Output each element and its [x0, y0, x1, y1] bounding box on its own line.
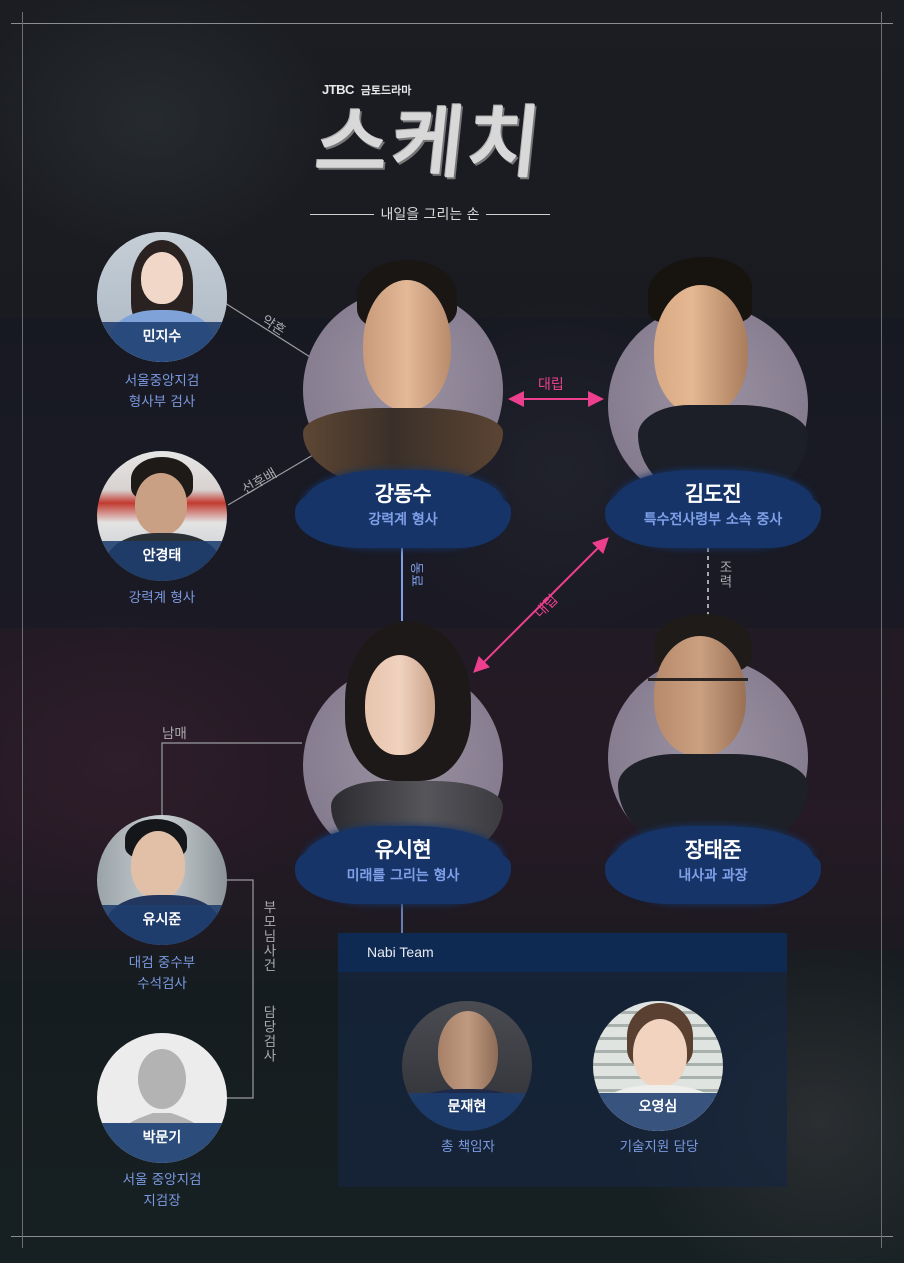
character-role: 총 책임자 — [441, 1139, 495, 1155]
glasses-icon — [648, 678, 748, 698]
banner-brush — [613, 470, 813, 548]
frame-line-left — [22, 12, 23, 1248]
character-name: 오영심 — [593, 1093, 723, 1131]
role-line: 수석검사 — [137, 976, 187, 992]
banner-brush — [303, 470, 503, 548]
character-name: 유시준 — [97, 905, 227, 945]
relation-label-helper: 조력 — [716, 560, 732, 589]
portrait-kang-dongsoo[interactable] — [303, 260, 503, 490]
show-logo: JTBC 금토드라마 스케치 내일을 그리는 손 — [300, 76, 580, 226]
role-line: 대검 중수부 — [128, 955, 196, 971]
avatar-moon-jaehyun[interactable]: 문재현 — [402, 1001, 532, 1131]
character-role: 대검 중수부 수석검사 — [82, 953, 242, 995]
relation-label-parents-case: 부모님사건 — [260, 900, 276, 973]
frame-line-bottom — [11, 1236, 893, 1237]
show-subtitle: 내일을 그리는 손 — [310, 204, 550, 224]
character-name: 유시현 — [374, 838, 432, 862]
character-name: 안경태 — [97, 541, 227, 581]
frame-line-top — [11, 23, 893, 24]
broadcast-slot: JTBC 금토드라마 — [322, 82, 411, 98]
face — [438, 1011, 498, 1093]
avatar-min-jisu[interactable]: 민지수 — [97, 232, 227, 362]
character-name: 박문기 — [97, 1123, 227, 1163]
face — [654, 285, 748, 415]
subtitle-text: 내일을 그리는 손 — [380, 207, 480, 223]
name-banner-jang-taejun: 장태준 내사과 과장 — [613, 826, 813, 904]
face — [365, 655, 435, 755]
face — [141, 252, 183, 304]
face — [131, 831, 185, 899]
divider — [485, 213, 550, 215]
relation-label-prosecutor: 담당검사 — [260, 1005, 276, 1063]
divider — [310, 213, 375, 215]
name-banner-yoo-sihyun: 유시현 미래를 그리는 형사 — [303, 826, 503, 904]
avatar-ahn-kyungtae[interactable]: 안경태 — [97, 451, 227, 581]
character-role: 기술지원 담당 — [619, 1139, 699, 1155]
frame-line-right — [881, 12, 882, 1248]
relation-label-colleague: 동료 — [408, 562, 424, 587]
team-title: Nabi Team — [338, 933, 787, 972]
character-role: 서울중앙지검 형사부 검사 — [82, 371, 242, 413]
name-banner-kim-dojin: 김도진 특수전사령부 소속 중사 — [613, 470, 813, 548]
role-line: 강력계 형사 — [128, 590, 196, 606]
character-role: 강력계 형사 — [368, 512, 438, 528]
character-role: 미래를 그리는 형사 — [346, 868, 460, 884]
character-name: 장태준 — [684, 838, 742, 862]
banner-brush — [613, 826, 813, 904]
network-logo: JTBC — [322, 82, 354, 97]
slot-label: 금토드라마 — [360, 84, 412, 97]
character-role: 특수전사령부 소속 중사 — [643, 512, 783, 528]
character-role: 서울 중앙지검 지검장 — [82, 1170, 242, 1212]
avatar-oh-youngsim[interactable]: 오영심 — [593, 1001, 723, 1131]
face — [633, 1019, 687, 1087]
character-name: 민지수 — [97, 322, 227, 362]
relation-label-conflict: 대립 — [538, 377, 564, 393]
character-role: 강력계 형사 — [82, 588, 242, 609]
face — [654, 636, 746, 756]
team-section: Nabi Team 문재현 총 책임자 오영심 기술지원 담당 — [338, 933, 787, 1187]
character-name: 강동수 — [374, 482, 432, 506]
banner-brush — [303, 826, 503, 904]
role-line: 서울중앙지검 — [124, 373, 200, 389]
avatar-park-moongi[interactable]: 박문기 — [97, 1033, 227, 1163]
portrait-jang-taejun[interactable] — [608, 614, 808, 858]
character-role: 내사과 과장 — [678, 868, 748, 884]
character-name: 김도진 — [684, 482, 742, 506]
relation-label-siblings: 남매 — [162, 726, 187, 742]
role-line: 서울 중앙지검 — [122, 1172, 202, 1188]
role-line: 형사부 검사 — [128, 394, 196, 410]
face — [363, 280, 451, 410]
role-line: 지검장 — [143, 1193, 181, 1209]
face — [135, 473, 187, 535]
name-banner-kang-dongsoo: 강동수 강력계 형사 — [303, 470, 503, 548]
character-name: 문재현 — [402, 1093, 532, 1131]
avatar-yoo-sijun[interactable]: 유시준 — [97, 815, 227, 945]
